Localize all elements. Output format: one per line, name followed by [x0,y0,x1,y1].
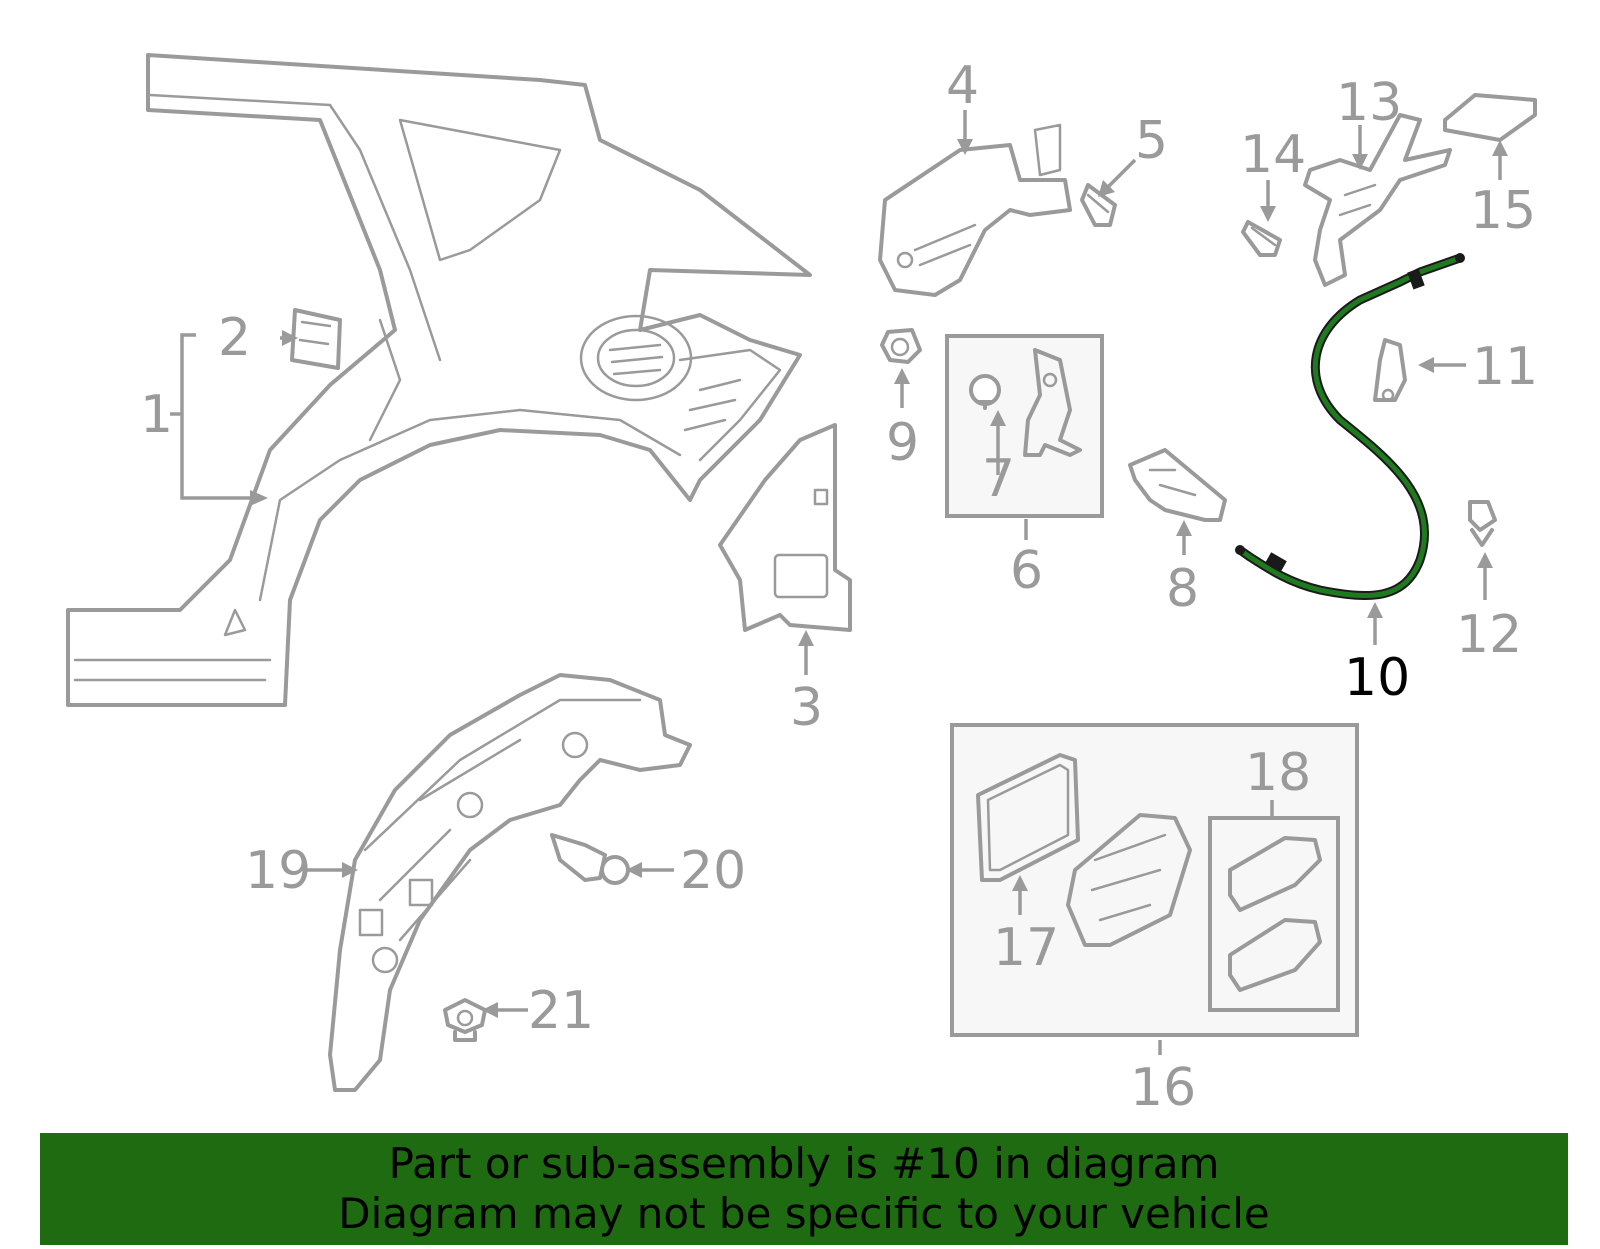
part-4-fuel-door-housing[interactable] [878,123,1072,297]
part-11-clip[interactable] [1373,338,1407,402]
callout-16: 16 [1130,1058,1196,1118]
callout-14: 14 [1240,125,1306,185]
part-9-grommet[interactable] [880,328,922,364]
part-14-bolt[interactable] [1241,220,1282,257]
part-13-lock-assembly[interactable] [1303,113,1452,287]
part-1-quarter-panel[interactable] [66,53,812,707]
callout-19: 19 [245,841,311,901]
callout-4: 4 [946,56,979,116]
callout-9: 9 [886,413,919,473]
leader-lines [170,110,1508,1055]
callout-5: 5 [1135,111,1168,171]
callout-11: 11 [1472,337,1538,397]
callout-8: 8 [1166,559,1199,619]
callout-21: 21 [528,981,594,1041]
part-21-nut[interactable] [443,998,487,1042]
part-3-reinforcement[interactable] [718,423,852,632]
part-19-wheelhouse-liner[interactable] [328,673,692,1092]
callout-labels: 1 2 3 4 5 6 7 8 9 10 11 12 13 14 15 16 1… [140,56,1538,1118]
callout-13: 13 [1336,73,1402,133]
callout-6: 6 [1010,541,1043,601]
part-10-release-cable[interactable] [1235,253,1465,601]
callout-10: 10 [1344,648,1410,708]
part-5-bolt[interactable] [1080,183,1117,227]
part-15-cap[interactable] [1443,93,1537,142]
callout-3: 3 [790,678,823,738]
callout-20: 20 [680,841,746,901]
part-6-group-box[interactable] [945,334,1104,518]
callout-7: 7 [982,449,1015,509]
callout-15: 15 [1470,181,1536,241]
banner-line-2: Diagram may not be specific to your vehi… [338,1189,1270,1238]
part-12-fastener[interactable] [1468,500,1497,547]
callout-2: 2 [218,308,251,368]
callout-17: 17 [993,918,1059,978]
callout-18: 18 [1245,743,1311,803]
part-20-push-clip[interactable] [550,833,630,885]
banner-line-1: Part or sub-assembly is #10 in diagram [388,1139,1220,1188]
info-banner: Part or sub-assembly is #10 in diagram D… [40,1133,1568,1245]
part-8-actuator[interactable] [1128,448,1227,522]
part-2-bracket[interactable] [290,308,342,370]
callout-1: 1 [140,385,173,445]
callout-12: 12 [1456,605,1522,665]
